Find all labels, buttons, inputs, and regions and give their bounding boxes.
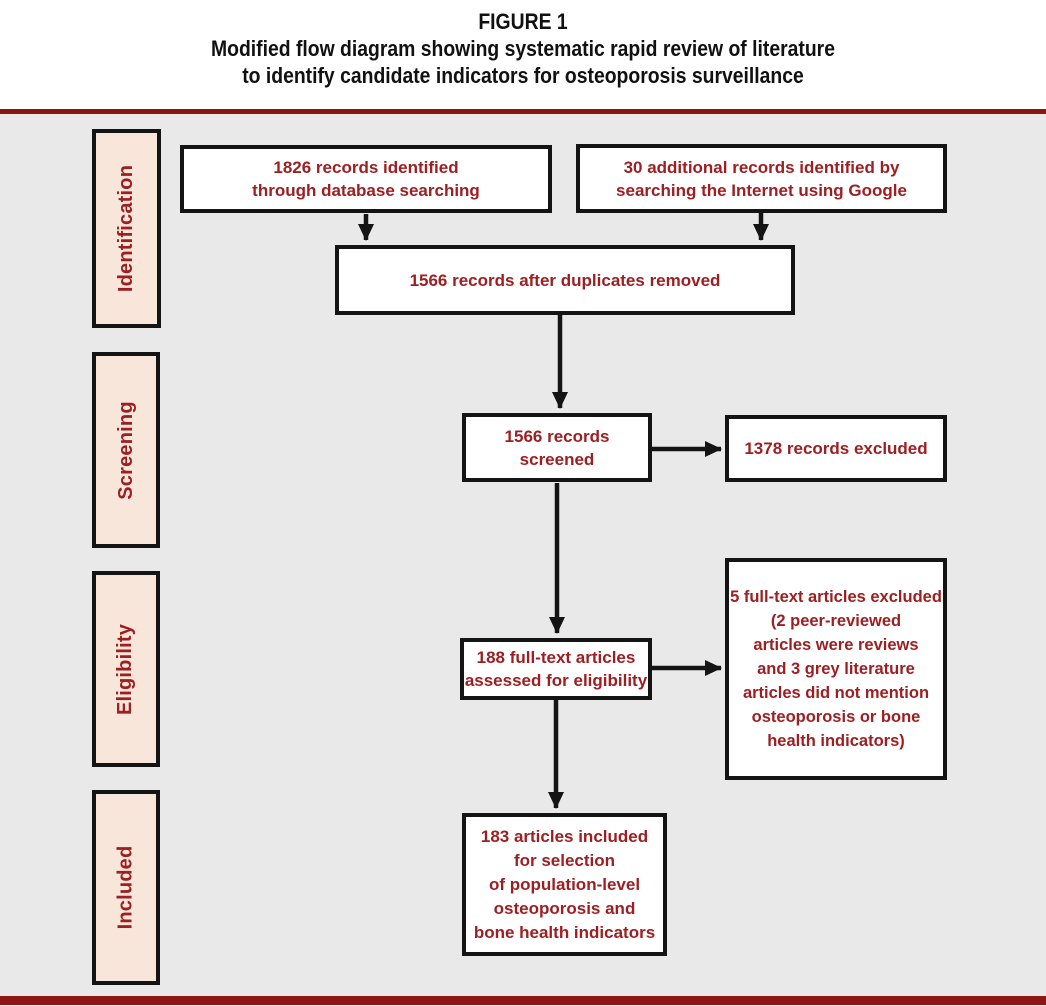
figure-label: FIGURE 1 bbox=[478, 9, 568, 34]
flow-box-database-records: 1826 records identified through database… bbox=[180, 145, 552, 213]
stage-identification-label: Identification bbox=[115, 164, 137, 293]
flow-box-articles-included: 183 articles included for selection of p… bbox=[462, 813, 667, 956]
flow-box-fulltext-assessed-text: 188 full-text articles assessed for elig… bbox=[464, 648, 648, 690]
figure-title-line2: to identify candidate indicators for ost… bbox=[242, 63, 804, 88]
stage-screening-label: Screening bbox=[114, 400, 137, 500]
flow-box-records-excluded-text: 1378 records excluded bbox=[744, 439, 928, 458]
flow-box-fulltext-excluded-text: 5 full-text articles excluded (2 peer-re… bbox=[730, 588, 942, 750]
bottom-rule bbox=[0, 996, 1046, 1005]
stage-screening: Screening bbox=[92, 352, 160, 548]
flow-box-articles-included-text: 183 articles included for selection of p… bbox=[473, 826, 656, 942]
flow-box-duplicates-removed-text: 1566 records after duplicates removed bbox=[409, 270, 721, 290]
flow-box-fulltext-excluded: 5 full-text articles excluded (2 peer-re… bbox=[725, 558, 947, 780]
flow-box-duplicates-removed: 1566 records after duplicates removed bbox=[335, 245, 795, 315]
figure-title-line1: Modified flow diagram showing systematic… bbox=[211, 36, 835, 61]
flow-box-records-screened: 1566 records screened bbox=[462, 413, 652, 482]
figure-title-block: FIGURE 1 Modified flow diagram showing s… bbox=[0, 8, 1046, 89]
stage-eligibility: Eligibility bbox=[92, 571, 160, 767]
top-rule bbox=[0, 109, 1046, 114]
stage-identification: Identification bbox=[92, 129, 161, 328]
flow-box-google-records: 30 additional records identified by sear… bbox=[576, 144, 947, 213]
flow-box-records-excluded: 1378 records excluded bbox=[725, 415, 947, 482]
flow-box-database-records-text: 1826 records identified through database… bbox=[252, 158, 480, 200]
flow-box-records-screened-text: 1566 records screened bbox=[504, 426, 610, 469]
stage-included: Included bbox=[92, 790, 160, 985]
flow-box-fulltext-assessed: 188 full-text articles assessed for elig… bbox=[460, 638, 652, 700]
stage-eligibility-label: Eligibility bbox=[114, 623, 137, 715]
flow-box-google-records-text: 30 additional records identified by sear… bbox=[616, 157, 907, 200]
stage-included-label: Included bbox=[114, 845, 137, 930]
